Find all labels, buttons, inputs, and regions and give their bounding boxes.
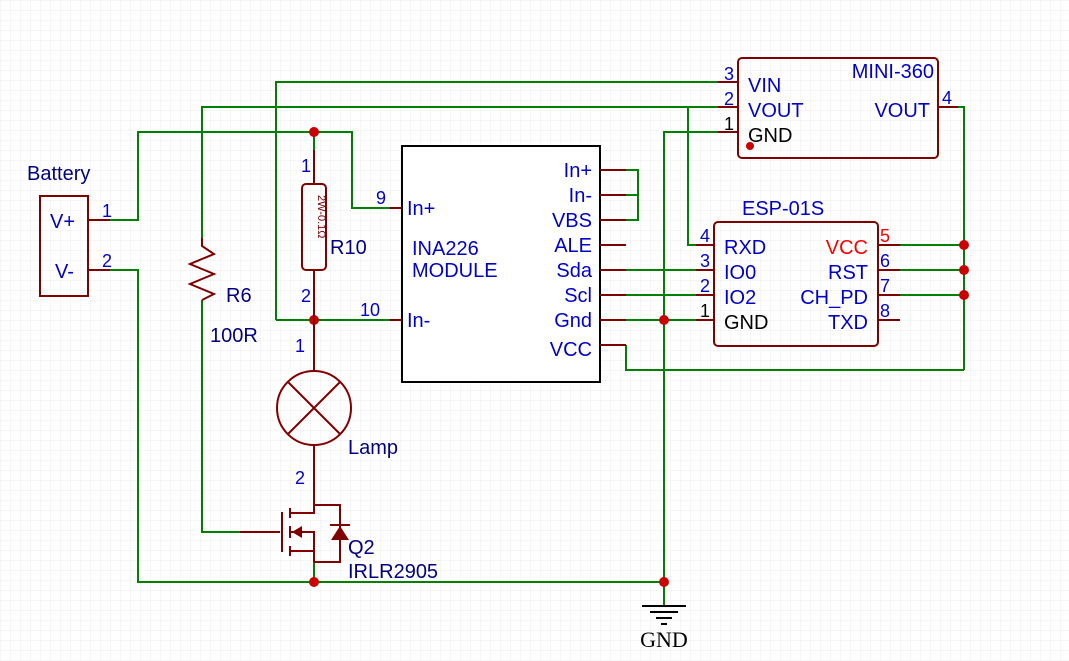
- battery-pin-label-vplus: V+: [50, 211, 75, 233]
- wire-mini-gnd: [663, 131, 718, 582]
- wires: [110, 81, 965, 606]
- battery-pin-num-2: 2: [102, 251, 112, 271]
- ina226-pin-name-inminus-left: In-: [407, 310, 430, 332]
- battery-pin-label-vminus: V-: [55, 261, 74, 283]
- r6-resistor[interactable]: R6 100R: [187, 238, 258, 347]
- esp01s-pin-name-vcc: VCC: [826, 237, 868, 259]
- r6-ref: R6: [226, 285, 252, 307]
- esp01s-pin-num-1: 1: [700, 301, 710, 321]
- wire-battery-vplus: [110, 131, 390, 221]
- ina226-pin-num-10: 10: [360, 300, 380, 320]
- esp01s-pin-name-rxd: RXD: [724, 237, 766, 259]
- wire-mini-vout4: [958, 106, 965, 370]
- wire-ina-vcc: [625, 345, 964, 371]
- esp01s-name: ESP-01S: [742, 198, 824, 220]
- r10-body-text: 2W-0.1Ω: [315, 195, 327, 238]
- ina226-pin-num-9: 9: [376, 188, 386, 208]
- ina226-pin-name-sda: Sda: [556, 260, 592, 282]
- ina226-subtitle: MODULE: [412, 260, 498, 282]
- r10-resistor[interactable]: 2W-0.1Ω R10 1 2: [301, 150, 367, 320]
- ina226-pin-name-scl: Scl: [564, 285, 592, 307]
- mini360-pin-name-vin: VIN: [748, 75, 781, 97]
- junction-mini-gnd: [746, 142, 754, 150]
- esp01s-pin-name-io0: IO0: [724, 262, 756, 284]
- junction-esp-rst: [959, 265, 969, 275]
- junctions: [309, 127, 969, 587]
- lamp-name: Lamp: [348, 437, 398, 459]
- lamp-pin-num-1: 1: [295, 336, 305, 356]
- esp01s-pin-name-txd: TXD: [828, 312, 868, 334]
- r6-zigzag: [187, 238, 217, 301]
- wire-rxd: [687, 106, 718, 246]
- mini360-pin-name-vout-right: VOUT: [874, 100, 930, 122]
- mini360-pin-num-3: 3: [724, 64, 734, 84]
- r6-value: 100R: [210, 325, 258, 347]
- wire-mini-vin: [275, 81, 718, 320]
- mini360-pin-num-1: 1: [724, 114, 734, 134]
- mini360-module[interactable]: MINI-360 3 2 1 VIN VOUT GND VOUT 4: [718, 57, 958, 159]
- ina226-module[interactable]: 9 10 In+ In- INA226 MODULE In+ In- VBS A…: [360, 145, 626, 383]
- ina226-pin-name-gnd: Gnd: [554, 310, 592, 332]
- gnd-symbol[interactable]: GND: [640, 605, 688, 652]
- esp01s-pin-name-rst: RST: [828, 262, 868, 284]
- esp01s-pin-name-chpd: CH_PD: [800, 287, 868, 309]
- q2-value: IRLR2905: [348, 561, 438, 583]
- lamp-cross: [287, 381, 341, 435]
- mini360-pin-name-vout: VOUT: [748, 100, 804, 122]
- junction-esp-vcc: [959, 240, 969, 250]
- esp01s-pin-num-7: 7: [880, 276, 890, 296]
- esp01s-pin-num-8: 8: [880, 301, 890, 321]
- battery-body: [39, 195, 89, 297]
- mini360-pin-num-2: 2: [724, 89, 734, 109]
- mini360-left-pins: [718, 81, 738, 133]
- esp01s-pin-num-3: 3: [700, 251, 710, 271]
- q2-mosfet[interactable]: Q2 IRLR2905: [240, 504, 438, 583]
- ina226-title: INA226: [412, 238, 479, 260]
- r10-ref: R10: [330, 237, 367, 259]
- battery-title: Battery: [27, 163, 90, 185]
- ina226-body: [401, 145, 601, 383]
- wire-mini-vout2: [201, 106, 718, 238]
- battery-component[interactable]: Battery V+ V- 1 2: [27, 163, 112, 297]
- junction-esp-chpd: [959, 290, 969, 300]
- lamp-pin-num-2: 2: [295, 468, 305, 488]
- junction-r10-top: [309, 127, 319, 137]
- q2-ref: Q2: [348, 537, 375, 559]
- ina226-pin-name-ale: ALE: [554, 235, 592, 257]
- esp01s-left-pins: [696, 244, 714, 321]
- ina226-pin-name-vcc: VCC: [550, 339, 592, 361]
- esp01s-pin-num-5: 5: [880, 226, 890, 246]
- junction-gnd-vertical: [659, 577, 669, 587]
- esp01s-pin-num-2: 2: [700, 276, 710, 296]
- wire-r6-gate: [201, 300, 240, 533]
- ina226-right-pins: In+ In- VBS ALE Sda Scl Gnd VCC: [550, 160, 626, 361]
- ina226-pin-name-inminus: In-: [569, 185, 592, 207]
- ina226-pin-name-vbs: VBS: [552, 210, 592, 232]
- esp01s-module[interactable]: ESP-01S 4 3 2 1 RXD IO0 IO2 GND VCC RST …: [696, 198, 900, 347]
- battery-pin-num-1: 1: [102, 201, 112, 221]
- gnd-label: GND: [640, 627, 688, 652]
- esp01s-pin-num-4: 4: [700, 226, 710, 246]
- junction-gnd-rail: [309, 577, 319, 587]
- ina226-pin-name-inplus: In+: [564, 160, 592, 182]
- ina226-pin-name-inplus-left: In+: [407, 198, 435, 220]
- lamp-component[interactable]: Lamp 1 2: [276, 320, 398, 505]
- esp01s-pin-num-6: 6: [880, 251, 890, 271]
- r10-pin-num-1: 1: [301, 156, 311, 176]
- mini360-pin-name-gnd: GND: [748, 125, 792, 147]
- esp01s-pin-name-gnd: GND: [724, 312, 768, 334]
- esp01s-pin-name-io2: IO2: [724, 287, 756, 309]
- wire-ina-loop: [626, 169, 639, 221]
- r10-pin-num-2: 2: [301, 286, 311, 306]
- junction-gnd-ina: [659, 315, 669, 325]
- gnd-bars: [642, 605, 686, 625]
- esp01s-right-pins: [878, 244, 900, 321]
- mini360-pin-num-4: 4: [942, 88, 952, 108]
- q2-arrow: [292, 526, 302, 538]
- mini360-name: MINI-360: [852, 61, 934, 83]
- q2-diode-triangle: [331, 526, 349, 540]
- wire-battery-vminus: [110, 269, 664, 583]
- esp01s-body: [713, 221, 879, 347]
